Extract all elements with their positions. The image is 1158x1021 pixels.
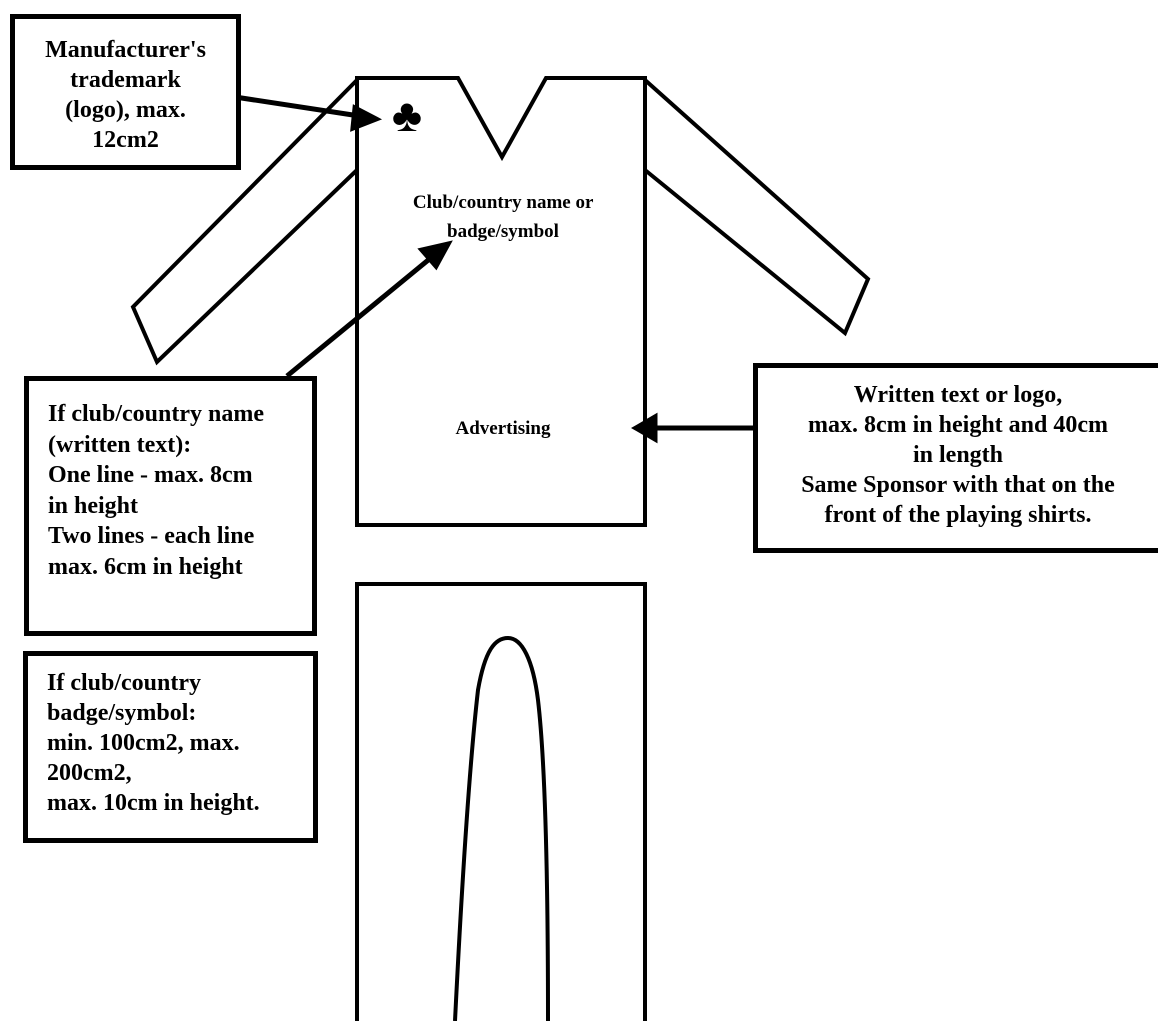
shorts-inseam — [453, 635, 550, 1021]
left-sleeve — [130, 78, 359, 366]
trademark-arrow-line — [221, 92, 367, 120]
callout-line: (logo), max. — [65, 97, 186, 123]
club-suit-icon: ♣ — [391, 90, 423, 141]
shirt-name-line: name — [526, 192, 571, 213]
shirt-advertising-label: Advertising — [455, 418, 551, 439]
callout-line: front of the playing shirts. — [824, 502, 1092, 528]
callout-line: trademark — [70, 67, 181, 93]
shirt-name-line: or — [575, 192, 594, 213]
advertising-callout: Written text or logo, max. 8cm in height… — [753, 363, 1158, 553]
callout-line: If club/country — [47, 670, 202, 696]
callout-line: One line - max. 8cm — [48, 462, 253, 488]
shirt-body — [355, 76, 647, 527]
callout-line: in length — [912, 442, 1004, 468]
callout-line: max. 6cm in height — [48, 553, 243, 580]
callout-line: in height — [48, 492, 139, 519]
callout-line: Manufacturer's — [45, 37, 206, 63]
callout-line: (written text): — [48, 431, 192, 458]
callout-line: max. 8cm in height and 40cm — [808, 412, 1108, 438]
callout-line: 200cm2, — [47, 760, 132, 786]
callout-line: badge/symbol: — [47, 700, 197, 726]
advert-arrow-head — [631, 412, 658, 444]
trademark-arrow-head — [350, 104, 383, 132]
callout-line: min. 100cm2, max. — [47, 730, 240, 756]
callout-line: Written text or logo, — [853, 382, 1063, 408]
name-arrow-line — [285, 250, 440, 378]
shirt-name-line: badge/symbol — [447, 221, 559, 242]
callout-line: Two lines - each line — [48, 523, 255, 549]
right-sleeve — [643, 78, 871, 337]
trademark-callout: Manufacturer's trademark (logo), max. 12… — [10, 14, 241, 170]
callout-line: 12cm2 — [92, 127, 159, 153]
callout-line: If club/country name — [48, 401, 264, 427]
shirt-name-placement-label: Club/country name or badge/symbol — [398, 188, 608, 246]
callout-line: Same Sponsor with that on the — [801, 472, 1115, 498]
callout-line: max. 10cm in height. — [47, 790, 260, 816]
shirt-name-line: Club/country — [412, 192, 522, 213]
club-name-callout: If club/country name (written text): One… — [24, 376, 317, 636]
shorts-outline — [355, 582, 647, 1021]
club-badge-callout: If club/country badge/symbol: min. 100cm… — [23, 651, 318, 843]
name-arrow-head — [417, 240, 453, 271]
